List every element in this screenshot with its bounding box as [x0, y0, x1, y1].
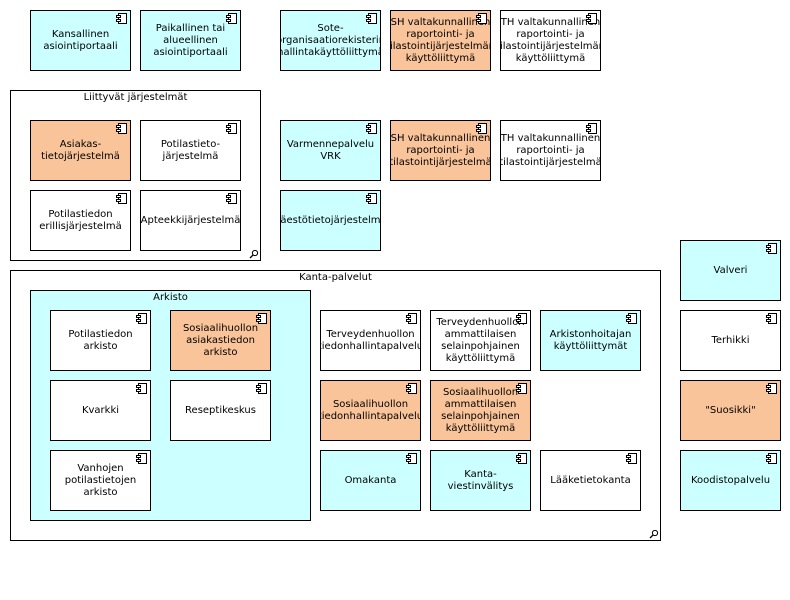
uml-component-icon: [766, 313, 777, 324]
component-valveri[interactable]: Valveri: [680, 240, 781, 301]
component-vanhojen-potilastietojen-arkisto[interactable]: Vanhojen potilastietojen arkisto: [50, 450, 151, 511]
uml-component-icon: [586, 123, 597, 134]
component-kansallinen-asiointiportaali[interactable]: Kansallinen asiointiportaali: [30, 10, 131, 71]
uml-component-icon: [366, 13, 377, 24]
component-label: Terveydenhuollon ammattilaisen selainpoh…: [436, 316, 525, 364]
component-potilastiedon-arkisto[interactable]: Potilastiedon arkisto: [50, 310, 151, 371]
uml-component-icon: [766, 383, 777, 394]
component-sote-organisaatiorekisteri[interactable]: Sote-organisaatiorekisterin hallintakäyt…: [280, 10, 381, 71]
component-label: "Suosikki": [705, 404, 756, 416]
component-suosikki[interactable]: "Suosikki": [680, 380, 781, 441]
uml-component-icon: [406, 453, 417, 464]
component-label: Vanhojen potilastietojen arkisto: [64, 462, 137, 498]
component-kanta-viestinvalitys[interactable]: Kanta-viestinvälitys: [430, 450, 531, 511]
uml-component-icon: [136, 383, 147, 394]
component-label: Asiakas- tietojärjestelmä: [41, 138, 120, 162]
magnifier-icon: [249, 249, 259, 259]
uml-component-icon: [476, 13, 487, 24]
component-label: Lääketietokanta: [550, 474, 631, 486]
uml-component-icon: [136, 313, 147, 324]
uml-component-icon: [406, 383, 417, 394]
component-terhikki[interactable]: Terhikki: [680, 310, 781, 371]
component-kvarkki[interactable]: Kvarkki: [50, 380, 151, 441]
uml-component-icon: [116, 193, 127, 204]
component-sh-raportointijarjestelma[interactable]: SH valtakunnallinen raportointi- ja tila…: [390, 120, 491, 181]
uml-component-icon: [136, 453, 147, 464]
uml-component-icon: [116, 13, 127, 24]
uml-component-icon: [226, 13, 237, 24]
uml-component-icon: [406, 313, 417, 324]
component-sh-ammattilaisen-kayttoliittyma[interactable]: Sosiaalihuollon ammattilaisen selainpohj…: [430, 380, 531, 441]
uml-component-icon: [116, 123, 127, 134]
uml-component-icon: [256, 383, 267, 394]
component-potilastiedon-erillisjarjestelma[interactable]: Potilastiedon erillisjärjestelmä: [30, 190, 131, 251]
uml-component-icon: [226, 123, 237, 134]
component-sh-raportointi-kayttoliittyma[interactable]: SH valtakunnallinen raportointi- ja tila…: [390, 10, 491, 71]
component-label: Sote-organisaatiorekisterin hallintakäyt…: [280, 22, 381, 58]
component-sh-tiedonhallintapalvelu[interactable]: Sosiaalihuollon tiedonhallintapalvelu: [320, 380, 421, 441]
magnifier-icon: [649, 529, 659, 539]
component-label: Väestötietojärjestelmä: [280, 214, 381, 226]
component-label: SH valtakunnallinen raportointi- ja tila…: [390, 16, 491, 64]
uml-component-icon: [766, 453, 777, 464]
component-potilastietojarjestelma[interactable]: Potilastieto- järjestelmä: [140, 120, 241, 181]
uml-component-icon: [476, 123, 487, 134]
component-label: Koodistopalvelu: [690, 474, 771, 486]
component-laaketietokanta[interactable]: Lääketietokanta: [540, 450, 641, 511]
component-label: Potilastiedon arkisto: [68, 328, 133, 352]
component-label: Sosiaalihuollon asiakastiedon arkisto: [182, 322, 259, 358]
group-title: Arkisto: [153, 292, 188, 303]
component-label: Sosiaalihuollon tiedonhallintapalvelu: [320, 398, 421, 422]
uml-component-icon: [516, 453, 527, 464]
component-label: Sosiaalihuollon ammattilaisen selainpohj…: [441, 386, 520, 434]
uml-component-icon: [766, 243, 777, 254]
component-omakanta[interactable]: Omakanta: [320, 450, 421, 511]
component-label: Varmennepalvelu VRK: [286, 138, 375, 162]
component-paikallinen-asiointiportaali[interactable]: Paikallinen tai alueellinen asiointiport…: [140, 10, 241, 71]
component-th-raportointi-kayttoliittyma[interactable]: TH valtakunnallinen raportointi- ja tila…: [500, 10, 601, 71]
uml-component-icon: [586, 13, 597, 24]
component-label: Potilastieto- järjestelmä: [160, 138, 221, 162]
component-label: SH valtakunnallinen raportointi- ja tila…: [390, 132, 491, 168]
component-label: TH valtakunnallinen raportointi- ja tila…: [500, 16, 601, 64]
uml-component-icon: [226, 193, 237, 204]
component-th-tiedonhallintapalvelu[interactable]: Terveydenhuollon tiedonhallintapalvelu: [320, 310, 421, 371]
component-label: Omakanta: [344, 474, 397, 486]
component-label: Kanta-viestinvälitys: [447, 468, 514, 492]
component-label: TH valtakunnallinen raportointi- ja tila…: [500, 132, 601, 168]
component-label: Kvarkki: [81, 404, 120, 416]
component-vaestotietojarjestelma[interactable]: Väestötietojärjestelmä: [280, 190, 381, 251]
uml-component-icon: [256, 313, 267, 324]
component-label: Kansallinen asiointiportaali: [43, 28, 118, 52]
component-sosiaalihuollon-asiakastiedon-arkisto[interactable]: Sosiaalihuollon asiakastiedon arkisto: [170, 310, 271, 371]
component-label: Valveri: [713, 264, 748, 276]
uml-component-icon: [366, 193, 377, 204]
component-koodistopalvelu[interactable]: Koodistopalvelu: [680, 450, 781, 511]
uml-component-icon: [626, 453, 637, 464]
component-apteekkijarjestelma[interactable]: Apteekkijärjestelmä: [140, 190, 241, 251]
component-asiakastietojarjestelma[interactable]: Asiakas- tietojärjestelmä: [30, 120, 131, 181]
uml-component-icon: [516, 313, 527, 324]
component-label: Reseptikeskus: [185, 404, 256, 416]
component-label: Arkistonhoitajan käyttöliittymät: [549, 328, 632, 352]
component-label: Terhikki: [711, 334, 750, 346]
uml-component-icon: [366, 123, 377, 134]
component-arkistonhoitajan-kayttoliittymat[interactable]: Arkistonhoitajan käyttöliittymät: [540, 310, 641, 371]
component-label: Apteekkijärjestelmä: [140, 214, 241, 226]
component-reseptikeskus[interactable]: Reseptikeskus: [170, 380, 271, 441]
group-title: Liittyvät järjestelmät: [83, 92, 188, 103]
component-label: Terveydenhuollon tiedonhallintapalvelu: [320, 328, 421, 352]
component-label: Potilastiedon erillisjärjestelmä: [39, 208, 122, 232]
component-th-raportointijarjestelma[interactable]: TH valtakunnallinen raportointi- ja tila…: [500, 120, 601, 181]
uml-component-icon: [626, 313, 637, 324]
component-varmennepalvelu-vrk[interactable]: Varmennepalvelu VRK: [280, 120, 381, 181]
uml-component-icon: [516, 383, 527, 394]
component-th-ammattilaisen-kayttoliittyma[interactable]: Terveydenhuollon ammattilaisen selainpoh…: [430, 310, 531, 371]
component-label: Paikallinen tai alueellinen asiointiport…: [153, 22, 228, 58]
group-title: Kanta-palvelut: [299, 272, 372, 283]
